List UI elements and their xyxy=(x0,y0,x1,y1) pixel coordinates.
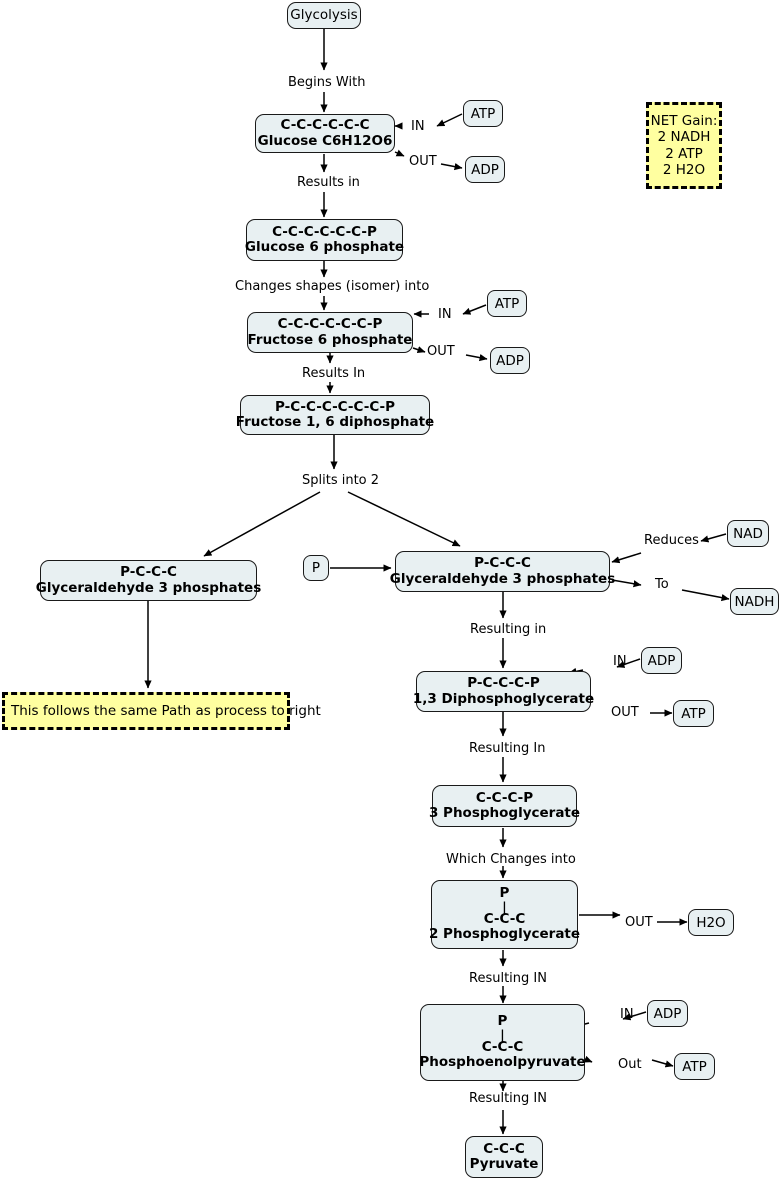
edge-label-changes-isomer: Changes shapes (isomer) into xyxy=(235,279,430,294)
node-glycolysis-label: Glycolysis xyxy=(290,6,358,23)
node-atp-1-label: ATP xyxy=(470,105,496,122)
node-atp-1[interactable]: ATP xyxy=(463,100,503,127)
node-glucose-6-phosphate[interactable]: C-C-C-C-C-C-P Glucose 6 phosphate xyxy=(244,219,405,261)
node-h2o[interactable]: H2O xyxy=(688,909,734,936)
edge-label-in-4: IN xyxy=(620,1007,634,1022)
node-phosphoenolpyruvate-p: P xyxy=(497,1013,508,1030)
node-atp-3-label: ATP xyxy=(681,705,706,722)
node-phosphate[interactable]: P xyxy=(303,555,329,581)
edge-label-out-3: OUT xyxy=(611,705,639,720)
node-phosphate-label: P xyxy=(311,560,321,576)
node-adp-1[interactable]: ADP xyxy=(465,156,505,183)
node-nadh-label: NADH xyxy=(734,593,775,610)
node-pyruvate-formula: C-C-C xyxy=(483,1140,525,1157)
edge-label-out-4: OUT xyxy=(625,915,653,930)
edge-label-resulting-in-4: Resulting IN xyxy=(469,1091,547,1106)
node-glycolysis[interactable]: Glycolysis xyxy=(287,2,361,29)
node-glucose-6-phosphate-formula: C-C-C-C-C-C-P xyxy=(272,223,377,240)
node-atp-3[interactable]: ATP xyxy=(673,700,714,727)
edge-label-to: To xyxy=(655,577,669,592)
node-1-3-diphosphoglycerate-formula: P-C-C-C-P xyxy=(467,675,540,692)
node-phosphoenolpyruvate[interactable]: P | C-C-C Phosphoenolpyruvate xyxy=(419,1004,586,1081)
node-3-phosphoglycerate[interactable]: C-C-C-P 3 Phosphoglycerate xyxy=(428,785,581,827)
node-nad-label: NAD xyxy=(733,525,763,542)
node-fructose-6-phosphate-name: Fructose 6 phosphate xyxy=(247,331,413,348)
node-nad[interactable]: NAD xyxy=(727,520,769,547)
note-net-gain-nadh: 2 NADH xyxy=(657,129,711,146)
node-fructose-1-6-diphosphate-formula: P-C-C-C-C-C-C-P xyxy=(274,398,396,415)
edge-label-which-changes-into: Which Changes into xyxy=(446,852,576,867)
edge-label-in-2: IN xyxy=(438,307,452,322)
node-glucose-name: Glucose C6H12O6 xyxy=(257,132,393,149)
node-fructose-6-phosphate-formula: C-C-C-C-C-C-P xyxy=(277,316,383,333)
node-adp-2[interactable]: ADP xyxy=(490,347,530,374)
node-adp-3[interactable]: ADP xyxy=(641,647,682,674)
node-pyruvate-name: Pyruvate xyxy=(469,1156,539,1172)
node-glyceraldehyde-3-phosphate-left[interactable]: P-C-C-C Glyceraldehyde 3 phosphates xyxy=(36,560,261,601)
node-fructose-6-phosphate[interactable]: C-C-C-C-C-C-P Fructose 6 phosphate xyxy=(247,312,413,353)
edge-label-splits-into-2: Splits into 2 xyxy=(302,473,380,488)
node-atp-2-label: ATP xyxy=(494,295,520,312)
node-adp-4-label: ADP xyxy=(653,1005,682,1022)
node-phosphoenolpyruvate-name: Phosphoenolpyruvate xyxy=(419,1054,586,1071)
node-ga3p-right-formula: P-C-C-C xyxy=(474,555,531,572)
node-glucose-formula: C-C-C-C-C-C xyxy=(280,117,370,134)
note-same-path-text: This follows the same Path as process to… xyxy=(11,702,321,719)
node-ga3p-left-formula: P-C-C-C xyxy=(120,564,177,581)
node-1-3-diphosphoglycerate[interactable]: P-C-C-C-P 1,3 Diphosphoglycerate xyxy=(412,671,595,712)
node-adp-3-label: ADP xyxy=(647,652,676,669)
node-pyruvate[interactable]: C-C-C Pyruvate xyxy=(465,1136,543,1178)
node-2-phosphoglycerate-name: 2 Phosphoglycerate xyxy=(428,926,581,943)
edge-label-begins-with: Begins With xyxy=(288,75,366,90)
node-nadh[interactable]: NADH xyxy=(730,588,779,615)
note-net-gain-title: NET Gain: xyxy=(650,113,718,130)
edge-label-in-1: IN xyxy=(411,119,425,134)
edge-label-resulting-in-3: Resulting IN xyxy=(469,971,547,986)
edge-label-in-3: IN xyxy=(613,654,627,669)
node-2-phosphoglycerate-p: P xyxy=(499,885,510,902)
node-2-phosphoglycerate-bond: | xyxy=(502,899,507,914)
node-2-phosphoglycerate[interactable]: P | C-C-C 2 Phosphoglycerate xyxy=(428,880,581,949)
node-adp-1-label: ADP xyxy=(471,161,499,178)
note-net-gain-atp: 2 ATP xyxy=(665,145,703,162)
node-fructose-1-6-diphosphate[interactable]: P-C-C-C-C-C-C-P Fructose 1, 6 diphosphat… xyxy=(236,395,434,435)
node-2-phosphoglycerate-formula: C-C-C xyxy=(483,911,526,928)
node-atp-2[interactable]: ATP xyxy=(487,290,527,317)
node-fructose-1-6-diphosphate-name: Fructose 1, 6 diphosphate xyxy=(235,414,435,430)
node-adp-4[interactable]: ADP xyxy=(647,1000,688,1027)
node-1-3-diphosphoglycerate-name: 1,3 Diphosphoglycerate xyxy=(412,690,595,707)
node-h2o-label: H2O xyxy=(696,914,726,931)
node-glucose-6-phosphate-name: Glucose 6 phosphate xyxy=(244,239,405,255)
edge-label-out-1: OUT xyxy=(409,154,437,169)
edge-label-out-2: OUT xyxy=(427,344,455,359)
edge-label-reduces: Reduces xyxy=(644,533,699,548)
node-3-phosphoglycerate-formula: C-C-C-P xyxy=(475,789,534,806)
edge-label-results-in-1: Results in xyxy=(297,175,360,190)
node-glyceraldehyde-3-phosphate-right[interactable]: P-C-C-C Glyceraldehyde 3 phosphates xyxy=(390,551,615,592)
node-atp-4[interactable]: ATP xyxy=(674,1053,715,1080)
note-same-path: This follows the same Path as process to… xyxy=(2,692,321,730)
node-atp-4-label: ATP xyxy=(682,1058,707,1075)
node-ga3p-left-name: Glyceraldehyde 3 phosphates xyxy=(35,579,262,596)
note-net-gain-h2o: 2 H2O xyxy=(662,161,706,178)
node-glucose[interactable]: C-C-C-C-C-C Glucose C6H12O6 xyxy=(255,114,395,153)
edge-label-results-in-2: Results In xyxy=(302,366,366,381)
node-adp-2-label: ADP xyxy=(496,352,524,369)
node-phosphoenolpyruvate-bond: | xyxy=(500,1027,505,1042)
note-net-gain: NET Gain: 2 NADH 2 ATP 2 H2O xyxy=(646,102,722,189)
node-phosphoenolpyruvate-formula: C-C-C xyxy=(481,1039,524,1056)
edge-label-out-5: Out xyxy=(618,1057,642,1072)
node-3-phosphoglycerate-name: 3 Phosphoglycerate xyxy=(428,805,581,821)
edge-label-resulting-in-2: Resulting In xyxy=(469,741,546,756)
edge-label-resulting-in-1: Resulting in xyxy=(470,622,547,637)
node-ga3p-right-name: Glyceraldehyde 3 phosphates xyxy=(389,570,616,587)
